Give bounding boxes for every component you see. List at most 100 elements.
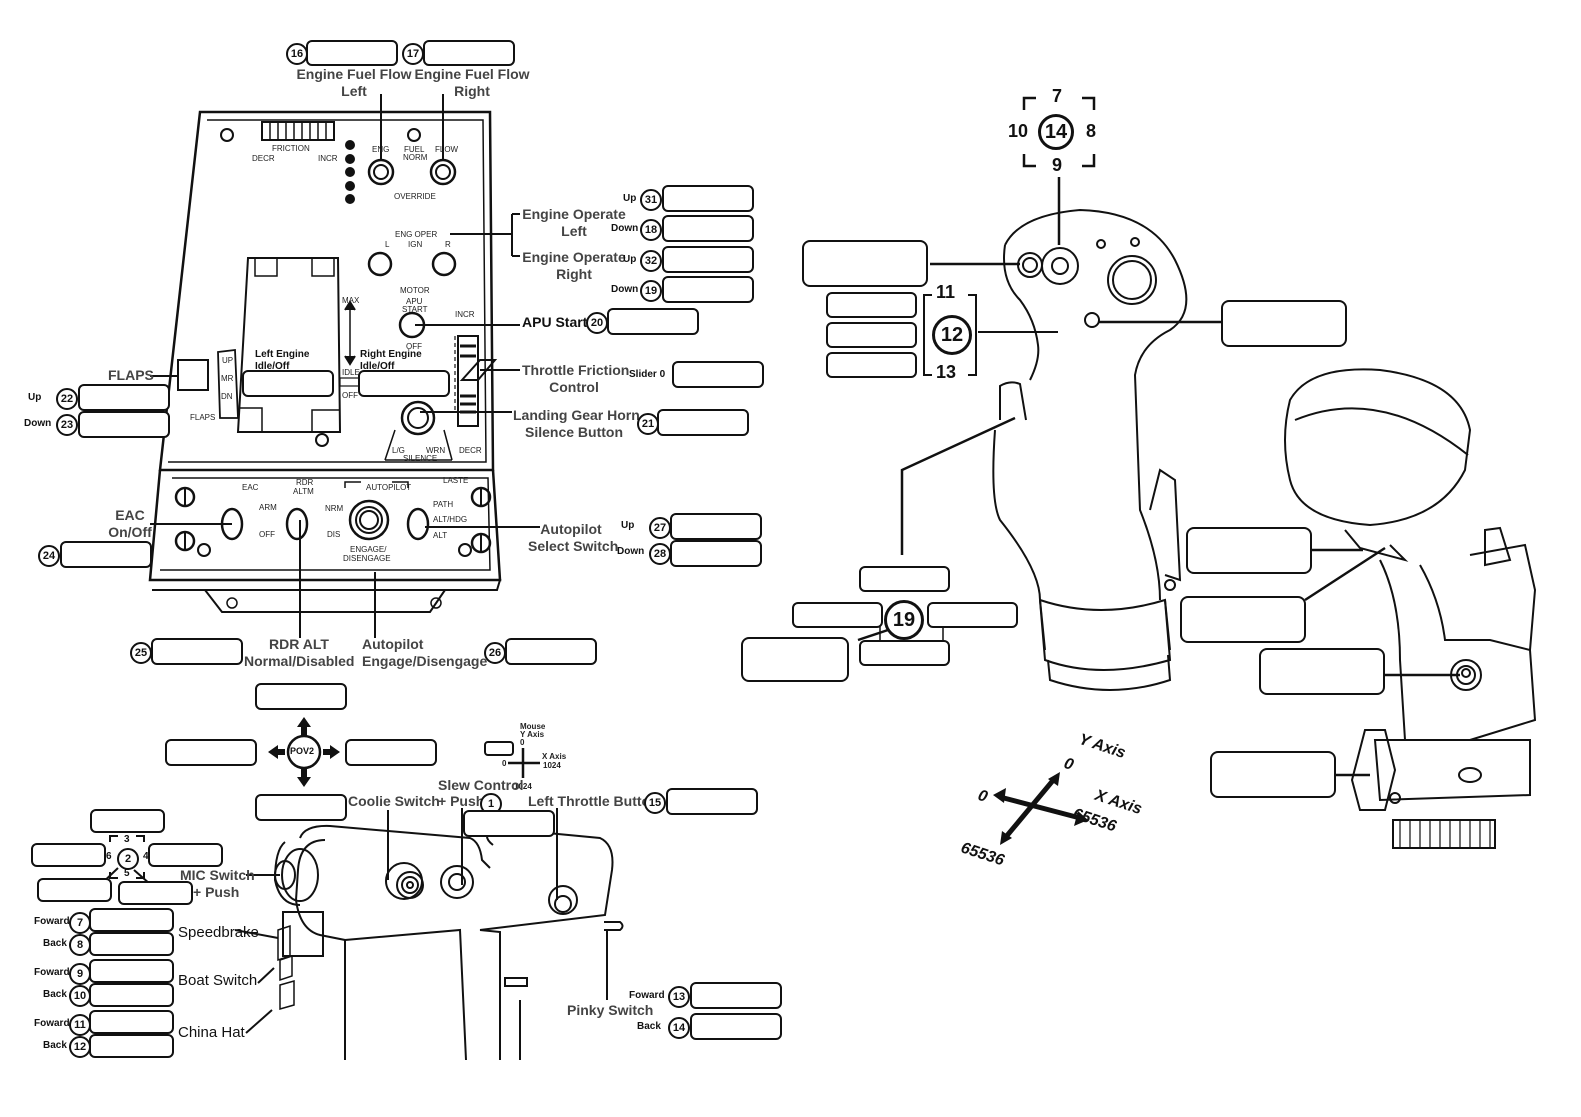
apu-start-box[interactable] [607,308,699,335]
engine-operate-right-up-box[interactable] [662,246,754,273]
throttle-friction-box[interactable] [672,361,764,388]
mic-right-box[interactable] [148,843,223,867]
left-engine-box[interactable] [242,370,334,397]
callout-number-27: 27 [649,517,671,539]
speedbrake-forward-box[interactable] [89,908,174,932]
landing-gear-label: Landing Gear Horn Silence Button [513,407,640,441]
panel-eac: EAC [242,483,259,492]
fuel-flow-right-box[interactable] [423,40,515,66]
panel-flow: FLOW [435,145,459,154]
panel-throttle-decr: DECR [459,446,482,455]
pov2-circle [286,734,322,770]
pov2-left-box[interactable] [165,739,257,766]
panel-eac-off: OFF [259,530,275,539]
joy-base-hat-up-box[interactable] [859,566,950,592]
pov2-up-box[interactable] [255,683,347,710]
autopilot-select-down-box[interactable] [670,540,762,567]
china-hat-forward-box[interactable] [89,1010,174,1034]
joy-base-hat-down-box[interactable] [859,640,950,666]
mic-down-left-box[interactable] [37,878,112,902]
joy-hat-side-center-box[interactable] [826,322,917,348]
joy-trigger-box[interactable] [802,240,928,287]
autopilot-select-up-box[interactable] [670,513,762,540]
panel-flaps-up: UP [222,356,234,365]
joy-pinkie-lower-box[interactable] [1180,596,1306,643]
flaps-up-box[interactable] [78,384,170,411]
rdr-alt-line1: RDR ALT [269,636,329,652]
landing-gear-box[interactable] [657,409,749,436]
left-throttle-button-box[interactable] [666,788,758,815]
pov2-right-box[interactable] [345,739,437,766]
left-engine-label: Left Engine Idle/Off [255,349,309,373]
fuel-flow-left-box[interactable] [306,40,398,66]
joy-hat-side-up-box[interactable] [826,292,917,318]
left-engine-line1: Left Engine [255,349,310,360]
engine-operate-left-down-box[interactable] [662,215,754,242]
joystick-hat-top-bracket [1022,96,1096,245]
flaps-down-box[interactable] [78,411,170,438]
speedbrake-label: Speedbrake [178,924,259,941]
boat-switch-back-box[interactable] [89,983,174,1007]
joystick-axis-cross [999,776,1081,840]
panel-ign-r: R [445,240,451,249]
right-engine-label: Right Engine Idle/Off [360,349,422,373]
pov2-down-box[interactable] [255,794,347,821]
panel-laste: LASTE [443,476,469,485]
mic-push-label: + Push [193,884,240,900]
mic-left-box[interactable] [31,843,106,867]
slew-control-label: Slew Control [438,777,524,793]
throttle-friction-line1: Throttle Friction [522,362,630,378]
eac-box[interactable] [60,541,152,568]
joy-hat-side-down-box[interactable] [826,352,917,378]
callout-number-32: 32 [640,250,662,272]
slider-0-label: Slider 0 [629,369,666,380]
panel-flaps-dn: DN [221,392,233,401]
engine-operate-right-line2: Right [556,266,592,282]
callout-number-9: 9 [69,963,91,985]
autopilot-engage-line1: Autopilot [362,636,424,652]
pinky-back-box[interactable] [690,1013,782,1040]
eac-line2: On/Off [108,524,152,540]
mouse-axis-box[interactable] [484,741,514,756]
pinky-forward-box[interactable] [690,982,782,1009]
joy-hat-top-down: 9 [1052,155,1063,175]
joy-base-button-box[interactable] [1259,648,1385,695]
engine-operate-right-down-box[interactable] [662,276,754,303]
dir-down-19: Down [611,284,639,295]
dir-down-28: Down [617,546,645,557]
slew-control-box[interactable] [463,810,555,837]
joy-base-hat-extra-box[interactable] [741,637,849,682]
boat-switch-forward-box[interactable] [89,959,174,983]
dir-back-14: Back [637,1021,661,1032]
panel-max: MAX [342,296,360,305]
apu-start-label: APU Start [522,314,588,330]
joy-base-hat-right-box[interactable] [927,602,1018,628]
rdr-alt-box[interactable] [151,638,243,665]
callout-number-22: 22 [56,388,78,410]
panel-norm: NORM [403,153,428,162]
panel-rdr: RDR [296,478,314,487]
fuel-flow-left-line1: Engine Fuel Flow [296,66,412,82]
panel-throttle-incr: INCR [455,310,475,319]
base-leaders [1304,546,1460,777]
joystick-leaders [857,262,1222,652]
throttle-grip-drawing [273,824,624,1061]
joy-base-lever-box[interactable] [1210,751,1336,798]
engine-operate-left-line1: Engine Operate [522,206,626,222]
joy-pinkie-upper-box[interactable] [1186,527,1312,574]
callout-number-7: 7 [69,912,91,934]
right-engine-box[interactable] [358,370,450,397]
callout-number-10: 10 [69,985,91,1007]
mic-up-box[interactable] [90,809,165,833]
mic-down-right-box[interactable] [118,881,193,905]
slew-push-label: + Push [438,793,485,809]
engine-operate-left-up-box[interactable] [662,185,754,212]
joy-base-hat-left-box[interactable] [792,602,883,628]
china-hat-back-box[interactable] [89,1034,174,1058]
engine-operate-left-line2: Left [561,223,587,239]
left-engine-line2: Idle/Off [255,361,290,372]
autopilot-engage-box[interactable] [505,638,597,665]
speedbrake-back-box[interactable] [89,932,174,956]
joy-thumb-button-box[interactable] [1221,300,1347,347]
